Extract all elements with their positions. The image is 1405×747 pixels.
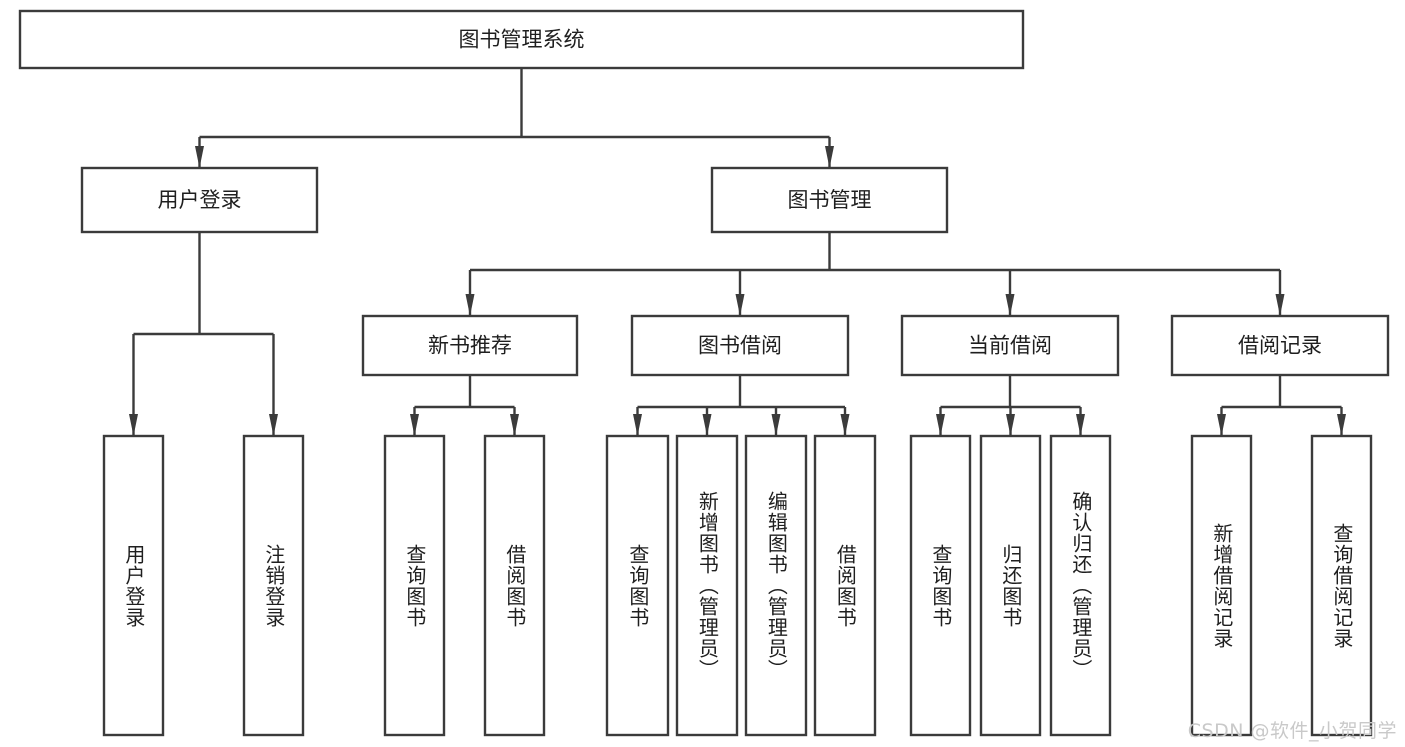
node-label-newbook: 新书推荐	[428, 334, 512, 358]
arrow-head-newbook	[465, 294, 475, 316]
arrow-head-cb-confirm	[1076, 414, 1085, 436]
node-box-bw-add[interactable]	[675, 434, 739, 737]
arrow-head-cb-query	[936, 414, 945, 436]
node-box-login-logout[interactable]	[242, 434, 305, 737]
node-box-bw-query[interactable]	[605, 434, 670, 737]
node-box-login[interactable]	[80, 166, 319, 234]
arrow-head-rc-query	[1337, 414, 1346, 436]
node-box-rc-add[interactable]	[1190, 434, 1253, 737]
arrow-head-bw-query	[633, 414, 642, 436]
node-label-borrow: 图书借阅	[698, 334, 782, 358]
arrow-head-nb-query	[410, 414, 419, 436]
node-label-bookmgmt: 图书管理	[788, 188, 872, 212]
arrow-head-current	[1005, 294, 1015, 316]
node-box-cb-query[interactable]	[909, 434, 972, 737]
csdn-watermark: CSDN @软件_小贺同学	[1187, 720, 1397, 742]
arrow-head-bw-borrow	[840, 414, 850, 436]
node-label-record: 借阅记录	[1238, 334, 1322, 358]
node-box-bw-edit[interactable]	[744, 434, 808, 737]
node-box-bookmgmt[interactable]	[710, 166, 949, 234]
node-box-rc-query[interactable]	[1310, 434, 1373, 737]
node-box-cb-confirm[interactable]	[1049, 434, 1112, 737]
node-box-root[interactable]	[18, 9, 1025, 70]
node-box-record[interactable]	[1170, 314, 1390, 377]
node-label-root: 图书管理系统	[459, 28, 585, 52]
node-box-login-user[interactable]	[102, 434, 165, 737]
arrow-head-nb-borrow	[510, 414, 519, 436]
arrow-head-record	[1275, 294, 1285, 316]
node-box-nb-borrow[interactable]	[483, 434, 546, 737]
node-box-newbook[interactable]	[361, 314, 579, 377]
node-box-current[interactable]	[900, 314, 1120, 377]
boxes-layer	[18, 9, 1390, 737]
node-box-borrow[interactable]	[630, 314, 850, 377]
node-box-cb-return[interactable]	[979, 434, 1042, 737]
arrow-head-bw-add	[702, 414, 712, 436]
arrow-head-login-user	[129, 414, 138, 436]
node-label-login: 用户登录	[158, 188, 242, 212]
arrow-head-bw-edit	[771, 414, 781, 436]
arrow-head-cb-return	[1006, 414, 1015, 436]
connectors-layer	[129, 68, 1346, 436]
node-label-current: 当前借阅	[968, 334, 1052, 358]
node-box-nb-query[interactable]	[383, 434, 446, 737]
arrow-head-rc-add	[1217, 414, 1226, 436]
arrow-head-borrow	[735, 294, 745, 316]
arrow-head-login-logout	[269, 414, 278, 436]
arrow-head-login	[195, 146, 204, 168]
arrow-head-bookmgmt	[825, 146, 834, 168]
node-box-bw-borrow[interactable]	[813, 434, 877, 737]
